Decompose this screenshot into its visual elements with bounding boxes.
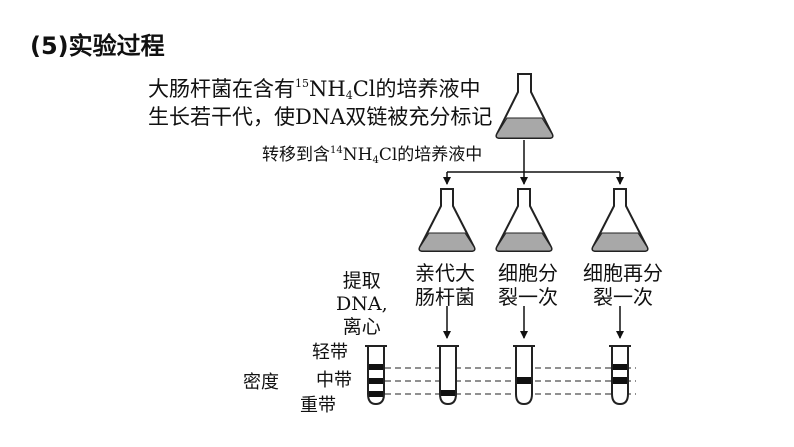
extract-line-3: 离心	[342, 316, 381, 338]
intro-suffix: 的培养液中	[375, 77, 481, 101]
intro-line-2: 生长若干代，使DNA双链被充分标记	[148, 105, 493, 129]
intro-formula-tail: Cl	[352, 77, 376, 101]
reference-tube	[365, 345, 387, 406]
label-parent-line-2: 肠杆菌	[415, 285, 475, 309]
band-middle	[517, 377, 531, 384]
flask-second-division	[591, 188, 649, 252]
flask-first-division	[495, 188, 553, 252]
density-label: 密度	[243, 372, 279, 393]
extract-label: 提取 DNA, 离心	[336, 270, 388, 339]
label-second-division-line-2: 裂一次	[593, 285, 653, 309]
label-first-division: 细胞分 裂一次	[498, 261, 558, 309]
band-heavy	[441, 390, 455, 396]
label-second-division: 细胞再分 裂一次	[583, 261, 663, 309]
section-heading: (5)实验过程	[30, 32, 165, 60]
extract-line-1: 提取	[342, 270, 381, 292]
extract-line-2: DNA,	[336, 293, 388, 315]
transfer-formula-tail: Cl	[378, 145, 398, 165]
tube-parent	[437, 345, 459, 406]
label-first-division-line-1: 细胞分	[498, 261, 558, 285]
label-first-division-line-2: 裂一次	[498, 285, 558, 309]
transfer-label: 转移到含14NH4Cl的培养液中	[262, 146, 482, 166]
label-parent-line-1: 亲代大	[415, 261, 475, 285]
band-label-middle: 中带	[316, 370, 352, 391]
band-middle	[369, 378, 383, 384]
intro-line-1: 大肠杆菌在含有15NH4Cl的培养液中	[148, 78, 481, 101]
transfer-arrows	[443, 140, 624, 185]
label-parent: 亲代大 肠杆菌	[415, 261, 475, 309]
intro-isotope: 15	[295, 77, 309, 90]
band-middle	[613, 377, 627, 384]
label-second-division-line-1: 细胞再分	[583, 261, 663, 285]
transfer-formula: NH	[342, 145, 373, 165]
band-reference-lines	[385, 367, 636, 395]
transfer-prefix: 转移到含	[262, 145, 330, 165]
intro-prefix: 大肠杆菌在含有	[148, 77, 295, 101]
band-light	[613, 364, 627, 370]
intro-formula-subscript: 4	[345, 89, 353, 102]
band-label-light: 轻带	[312, 342, 348, 363]
intro-formula: NH	[309, 77, 346, 101]
transfer-isotope: 14	[330, 145, 343, 156]
band-heavy	[369, 391, 383, 397]
band-label-heavy: 重带	[300, 395, 336, 416]
tube-first-division	[513, 345, 535, 406]
centrifuge-arrows	[443, 306, 624, 339]
transfer-formula-subscript: 4	[372, 155, 379, 166]
band-light	[369, 364, 383, 370]
flask-parent	[418, 188, 476, 252]
source-flask	[495, 73, 554, 139]
transfer-suffix: 的培养液中	[397, 145, 483, 165]
tube-second-division	[609, 345, 631, 406]
